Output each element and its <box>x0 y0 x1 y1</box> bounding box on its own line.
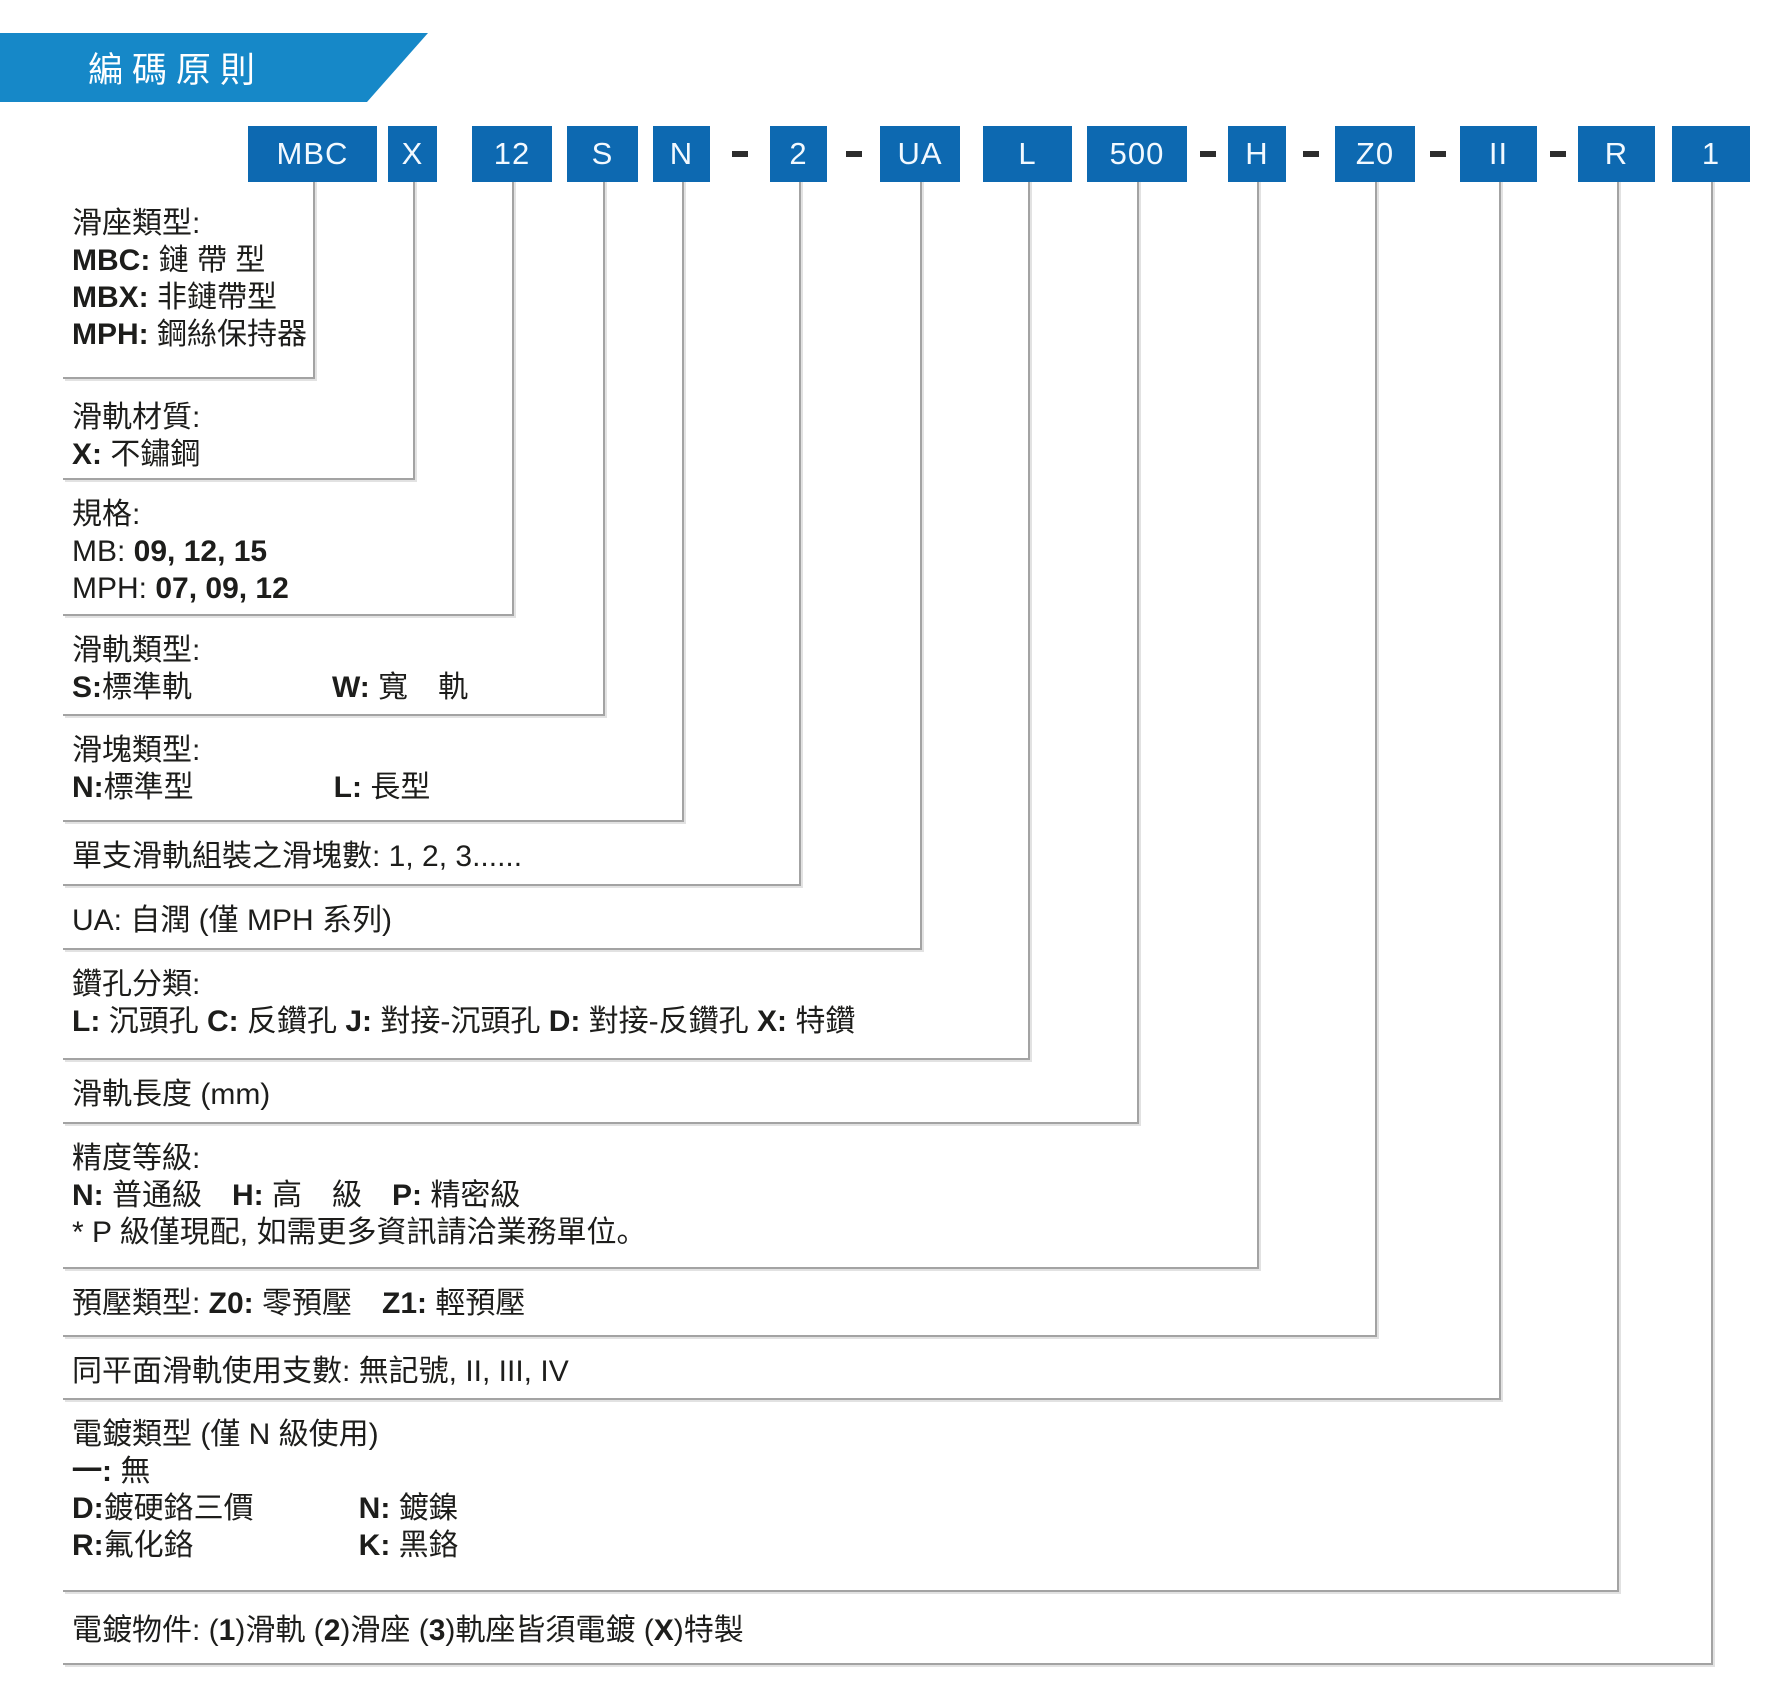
code-box-500: 500 <box>1087 126 1187 182</box>
code-separator-dash <box>732 151 748 157</box>
connector-II <box>1499 182 1501 1400</box>
code-box-H: H <box>1228 126 1286 182</box>
connector-1 <box>1711 182 1713 1665</box>
section-line: 電鍍類型 (僅 N 級使用) <box>72 1418 379 1451</box>
code-box-R: R <box>1578 126 1655 182</box>
rail-material-underline <box>63 478 415 480</box>
code-box-1: 1 <box>1672 126 1750 182</box>
slider-type-underline <box>63 377 315 379</box>
code-box-2: 2 <box>770 126 827 182</box>
section-line: MBX: 非鏈帶型 <box>72 281 277 314</box>
section-line: MPH: 07, 09, 12 <box>72 572 289 605</box>
code-separator-dash <box>1302 151 1319 157</box>
section-line: 預壓類型: Z0: 零預壓 Z1: 輕預壓 <box>72 1287 526 1320</box>
connector-H <box>1257 182 1259 1269</box>
section-precision-grade: 精度等級: N: 普通級 H: 高 級 P: 精密級 * P 級僅現配, 如需更多資… <box>72 1140 646 1251</box>
section-line: MPH: 鋼絲保持器 <box>72 318 307 351</box>
banner-title: 編碼原則 <box>88 51 265 90</box>
hole-type-underline <box>63 1058 1030 1060</box>
connector-UA <box>920 182 922 950</box>
section-line: X: 不鏽鋼 <box>72 438 201 471</box>
section-line: UA: 自潤 (僅 MPH 系列) <box>72 904 392 937</box>
plating-type-underline <box>63 1590 1619 1592</box>
connector-Z0 <box>1375 182 1377 1337</box>
connector-X <box>413 182 415 480</box>
block-type-underline <box>63 820 684 822</box>
code-box-N: N <box>653 126 710 182</box>
section-preload-type: 預壓類型: Z0: 零預壓 Z1: 輕預壓 <box>72 1285 525 1322</box>
blocks-per-rail-underline <box>63 884 801 886</box>
rail-type-underline <box>63 714 605 716</box>
code-box-L: L <box>983 126 1072 182</box>
code-box-UA: UA <box>880 126 960 182</box>
size-underline <box>63 614 514 616</box>
section-line: * P 級僅現配, 如需更多資訊請洽業務單位。 <box>72 1216 647 1249</box>
connector-R <box>1617 182 1619 1592</box>
code-separator-dash <box>1199 151 1216 157</box>
section-line: L: 沉頭孔 C: 反鑽孔 J: 對接-沉頭孔 D: 對接-反鑽孔 X: 特鑽 <box>72 1005 856 1038</box>
preload-type-underline <box>63 1335 1377 1337</box>
connector-L <box>1028 182 1030 1060</box>
section-line: 滑軌長度 (mm) <box>72 1078 271 1111</box>
connector-S <box>603 182 605 716</box>
section-line: 鑽孔分類: <box>72 968 201 1001</box>
section-line: 一: 無 <box>72 1455 151 1488</box>
section-line: MB: 09, 12, 15 <box>72 535 268 568</box>
section-line: 同平面滑軌使用支數: 無記號, II, III, IV <box>72 1355 569 1388</box>
section-line: 精度等級: <box>72 1142 201 1175</box>
section-rail-length: 滑軌長度 (mm) <box>72 1076 270 1113</box>
page-section-banner: 編碼原則 <box>0 33 428 102</box>
code-box-12: 12 <box>472 126 552 182</box>
section-line: 滑座類型: <box>72 207 201 240</box>
code-box-MBC: MBC <box>248 126 377 182</box>
section-line: 滑塊類型: <box>72 734 201 767</box>
section-line: 電鍍物件: (1)滑軌 (2)滑座 (3)軌座皆須電鍍 (X)特製 <box>72 1614 744 1647</box>
section-self-lubrication: UA: 自潤 (僅 MPH 系列) <box>72 902 392 939</box>
code-separator-dash <box>845 151 862 157</box>
rail-length-underline <box>63 1122 1139 1124</box>
code-box-Z0: Z0 <box>1335 126 1415 182</box>
section-slider-type: 滑座類型: MBC: 鏈 帶 型 MBX: 非鏈帶型 MPH: 鋼絲保持器 <box>72 205 307 353</box>
code-separator-dash <box>1549 151 1566 157</box>
plating-objects-underline <box>63 1663 1713 1665</box>
code-separator-dash <box>1429 151 1446 157</box>
section-rails-per-plane: 同平面滑軌使用支數: 無記號, II, III, IV <box>72 1353 569 1390</box>
section-blocks-per-rail: 單支滑軌組裝之滑塊數: 1, 2, 3...... <box>72 838 522 875</box>
section-line: MBC: 鏈 帶 型 <box>72 244 266 277</box>
connector-2 <box>799 182 801 886</box>
section-line: N: 普通級 H: 高 級 P: 精密級 <box>72 1179 521 1212</box>
rails-per-plane-underline <box>63 1398 1501 1400</box>
section-line: 滑軌類型: <box>72 634 201 667</box>
connector-N <box>682 182 684 822</box>
connector-MBC <box>313 182 315 379</box>
section-plating-objects: 電鍍物件: (1)滑軌 (2)滑座 (3)軌座皆須電鍍 (X)特製 <box>72 1612 744 1649</box>
section-size: 規格: MB: 09, 12, 15 MPH: 07, 09, 12 <box>72 496 289 607</box>
code-box-II: II <box>1460 126 1537 182</box>
section-line: 滑軌材質: <box>72 401 201 434</box>
section-line: 單支滑軌組裝之滑塊數: 1, 2, 3...... <box>72 840 523 873</box>
section-hole-type: 鑽孔分類: L: 沉頭孔 C: 反鑽孔 J: 對接-沉頭孔 D: 對接-反鑽孔 X… <box>72 966 855 1040</box>
code-box-X: X <box>388 126 437 182</box>
code-box-S: S <box>567 126 638 182</box>
precision-grade-underline <box>63 1267 1259 1269</box>
connector-500 <box>1137 182 1139 1124</box>
section-rail-material: 滑軌材質: X: 不鏽鋼 <box>72 399 200 473</box>
section-line: 規格: <box>72 498 141 531</box>
self-lubrication-underline <box>63 948 922 950</box>
connector-12 <box>512 182 514 616</box>
